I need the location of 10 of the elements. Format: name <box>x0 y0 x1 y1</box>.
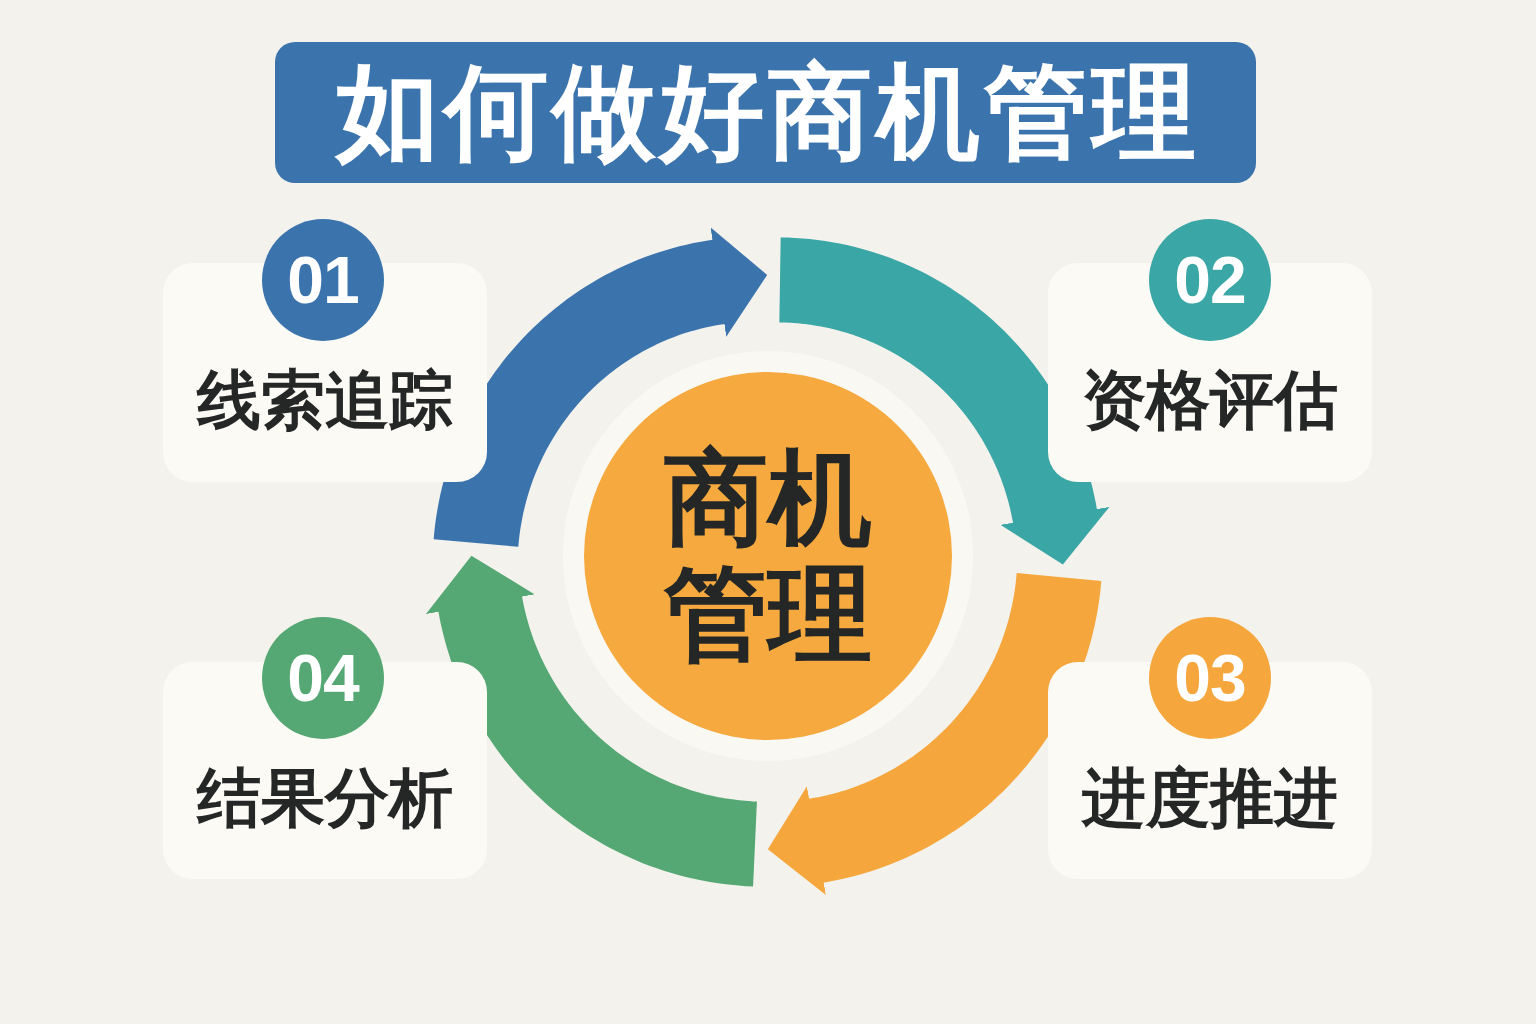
step-number: 02 <box>1174 247 1246 313</box>
title-text: 如何做好商机管理 <box>333 54 1200 171</box>
step-label: 结果分析 <box>197 761 453 836</box>
step-number: 04 <box>287 645 359 711</box>
step-label: 线索追踪 <box>197 363 453 438</box>
step-number: 01 <box>287 247 359 313</box>
step-label: 进度推进 <box>1082 761 1338 836</box>
step-label: 资格评估 <box>1082 363 1338 438</box>
center-label: 商机管理 <box>662 440 873 672</box>
step-number: 03 <box>1174 645 1246 711</box>
